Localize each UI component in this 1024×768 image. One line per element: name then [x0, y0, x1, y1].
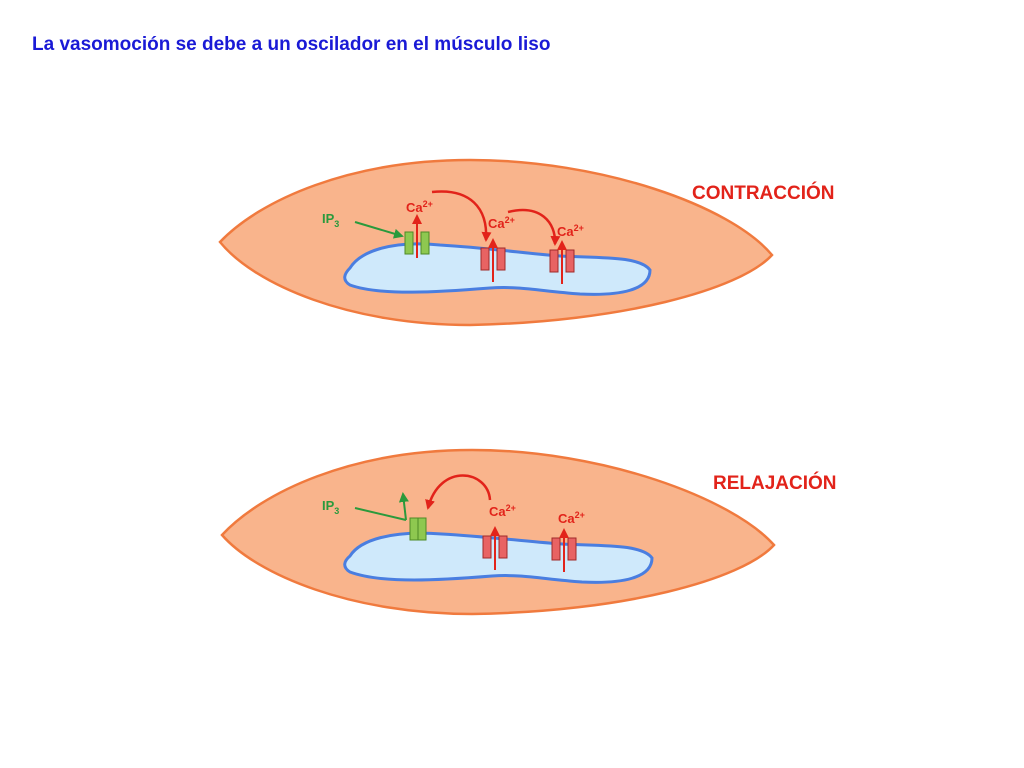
calcium-label: Ca2+	[557, 223, 584, 239]
calcium-label: Ca2+	[558, 510, 585, 526]
ip3-arrow-deflected	[398, 492, 409, 521]
relaxation-label: RELAJACIÓN	[713, 473, 837, 494]
ip3-receptor	[404, 231, 430, 255]
calcium-label: Ca2+	[488, 215, 515, 231]
ip3-arrow	[354, 507, 407, 521]
slide-title: La vasomoción se debe a un oscilador en …	[32, 34, 551, 55]
calcium-feedback-arrow	[425, 474, 492, 510]
ip3-label: IP3	[322, 498, 339, 516]
smooth-muscle-cell	[218, 158, 774, 327]
relaxation-panel: IP3 Ca2+ Ca2+	[220, 448, 776, 616]
smooth-muscle-cell	[220, 448, 776, 616]
ryanodine-channel	[549, 249, 575, 273]
contraction-panel: IP3 Ca2+ Ca2+ Ca2+	[218, 158, 774, 327]
ip3-arrow	[354, 221, 404, 239]
ryanodine-channel	[482, 535, 508, 559]
ryanodine-channel	[480, 247, 506, 271]
calcium-label: Ca2+	[406, 199, 433, 215]
calcium-label: Ca2+	[489, 503, 516, 519]
ip3-receptor	[409, 517, 427, 541]
ip3-label: IP3	[322, 211, 339, 229]
ryanodine-channel	[551, 537, 577, 561]
calcium-induced-release-arrow	[431, 190, 492, 242]
contraction-label: CONTRACCIÓN	[692, 183, 835, 204]
calcium-induced-release-arrow	[507, 209, 561, 246]
